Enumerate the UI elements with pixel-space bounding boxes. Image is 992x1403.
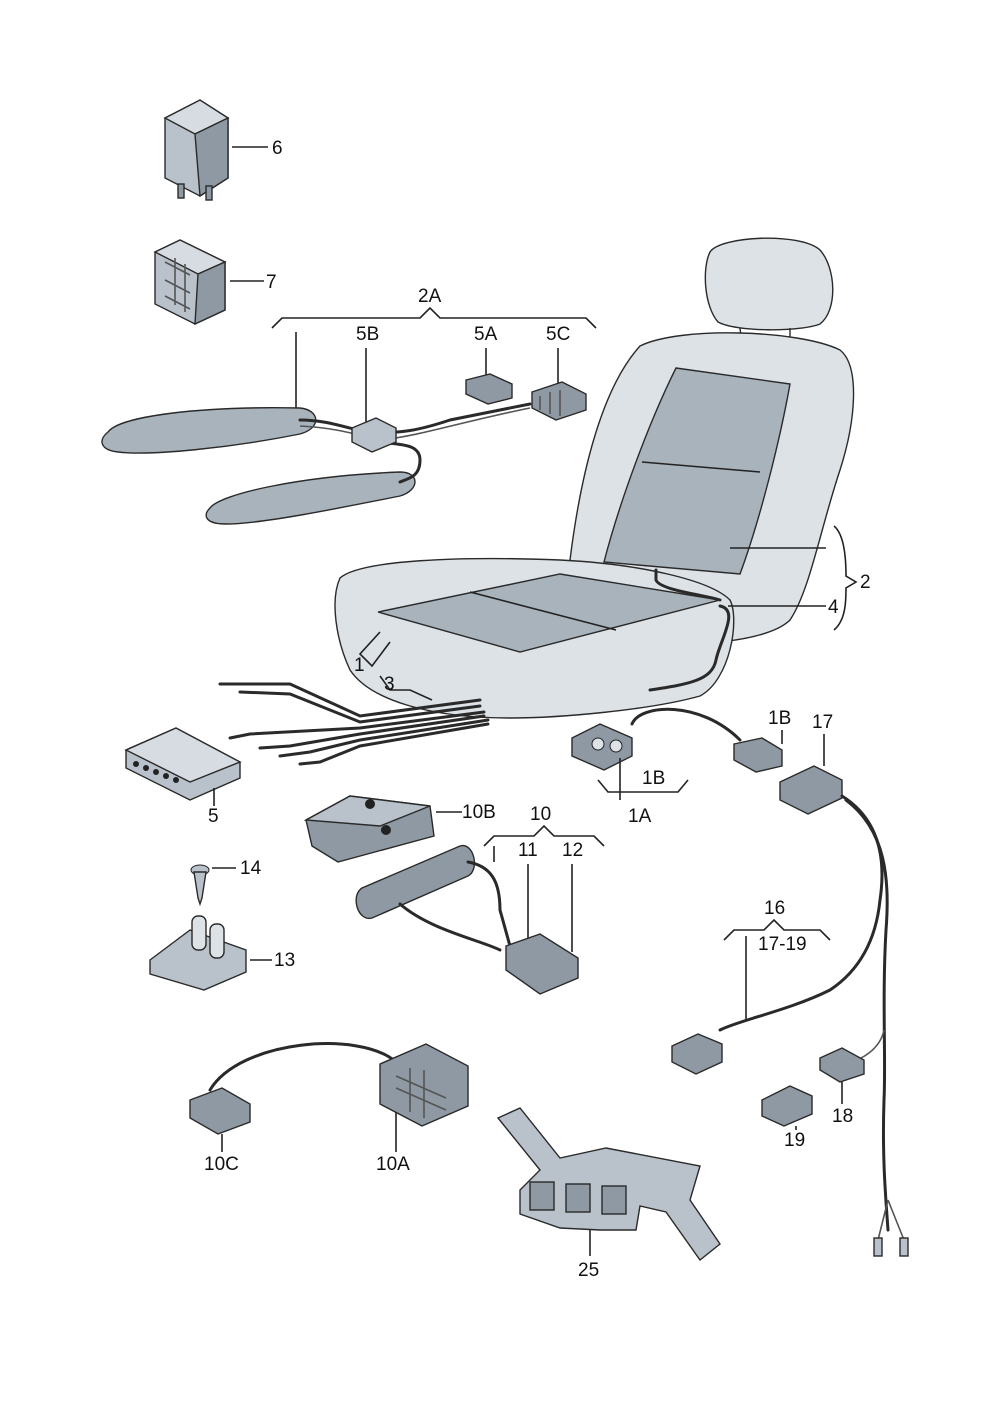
relay-holder-part-7[interactable] xyxy=(153,239,227,326)
heater-element-part-10[interactable] xyxy=(355,845,579,995)
connector-part-18[interactable] xyxy=(819,1047,865,1083)
label-10: 10 xyxy=(530,804,551,825)
switch-part-13[interactable] xyxy=(149,915,247,991)
label-2A: 2A xyxy=(418,286,442,307)
label-3: 3 xyxy=(384,674,395,695)
label-5: 5 xyxy=(208,806,219,827)
label-14: 14 xyxy=(240,858,262,879)
connector-part-19[interactable] xyxy=(761,1085,813,1127)
label-6: 6 xyxy=(272,138,283,159)
label-2: 2 xyxy=(860,572,871,593)
label-18: 18 xyxy=(832,1106,853,1127)
label-11: 11 xyxy=(518,840,538,861)
label-5B: 5B xyxy=(356,324,379,345)
label-17: 17 xyxy=(812,712,833,733)
wiring-harness-part-1A[interactable] xyxy=(571,707,783,773)
screw-part-14[interactable] xyxy=(190,864,210,907)
label-25: 25 xyxy=(578,1260,599,1281)
label-1A: 1A xyxy=(628,806,652,827)
heating-mats-part-2A[interactable] xyxy=(101,373,587,525)
wiring-harness-part-17[interactable] xyxy=(718,765,909,1257)
relay-part-6[interactable] xyxy=(163,99,230,201)
mounting-bracket-part-25[interactable] xyxy=(496,1107,721,1262)
adapter-harness-part-10C-10A[interactable] xyxy=(189,1042,469,1135)
label-19: 19 xyxy=(784,1130,805,1151)
label-16: 16 xyxy=(764,898,785,919)
label-5C: 5C xyxy=(546,324,570,345)
connector-part-16[interactable] xyxy=(671,1033,723,1075)
connector-housing-part-5[interactable] xyxy=(124,727,242,801)
label-4: 4 xyxy=(828,597,839,618)
label-1B: 1B xyxy=(642,768,665,789)
label-7: 7 xyxy=(266,272,277,293)
label-10C: 10C xyxy=(204,1154,239,1175)
label-1B-top: 1B xyxy=(768,708,791,729)
label-12: 12 xyxy=(562,840,583,861)
label-1: 1 xyxy=(354,655,365,676)
seat-assembly[interactable] xyxy=(218,237,855,766)
label-13: 13 xyxy=(274,950,295,971)
heater-housing-part-10B[interactable] xyxy=(303,795,435,863)
label-17-19: 17-19 xyxy=(758,934,807,955)
label-5A: 5A xyxy=(474,324,498,345)
label-10A: 10A xyxy=(376,1154,410,1175)
label-10B: 10B xyxy=(462,802,496,823)
